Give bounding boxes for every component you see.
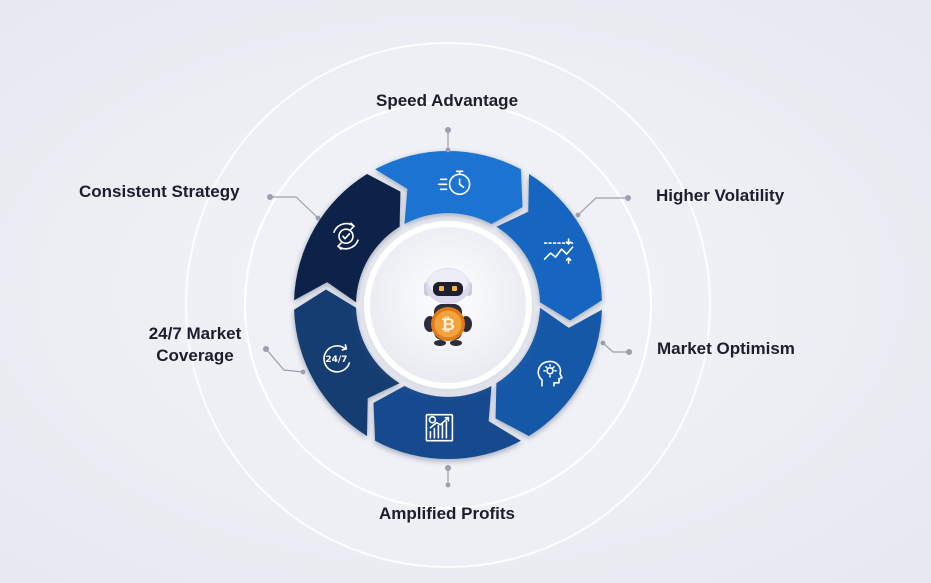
segment-5 (294, 289, 400, 436)
connector-dot (575, 212, 581, 218)
connector-dot (267, 194, 273, 200)
label-higher-volatility: Higher Volatility (656, 186, 785, 205)
connector-line-2 (577, 197, 628, 216)
label-consistent-strategy: Consistent Strategy (79, 182, 240, 201)
label-market-optimism: Market Optimism (657, 339, 795, 358)
connector-line-5 (265, 348, 304, 373)
connector-dot (445, 465, 451, 471)
connector-dot (445, 147, 451, 153)
volatility-chart-icon (543, 238, 574, 264)
connectors (263, 127, 632, 488)
connector-dot (625, 195, 631, 201)
connector-dot (445, 127, 451, 133)
connector-dot (626, 349, 632, 355)
connector-dot (600, 340, 606, 346)
svg-text:₿: ₿ (441, 315, 455, 335)
segment-4 (373, 386, 521, 460)
profit-chart-icon (425, 413, 454, 442)
segment-2 (496, 174, 602, 321)
segment-3 (495, 307, 602, 436)
connector-dot (445, 482, 451, 488)
clock-24-7-icon: 24/7 (323, 344, 351, 373)
connector-line-3 (602, 342, 629, 353)
connector-dot (263, 346, 269, 352)
label-speed-advantage: Speed Advantage (376, 91, 519, 110)
robot-bitcoin-icon: ₿ (424, 268, 472, 346)
segments-ring: 24/7 (294, 150, 602, 460)
segment-6 (294, 174, 401, 303)
svg-text:24/7: 24/7 (325, 355, 347, 365)
segment-1 (375, 150, 523, 224)
label-amplified-profits: Amplified Profits (379, 504, 516, 523)
head-idea-icon (537, 360, 563, 387)
connector-line-6 (270, 196, 319, 219)
connector-dot (315, 215, 321, 221)
strategy-cycle-icon (333, 222, 359, 250)
label-24-7-market-coverage: 24/7 Market Coverage (148, 324, 242, 365)
stopwatch-icon (437, 170, 471, 196)
connector-dot (300, 369, 306, 375)
